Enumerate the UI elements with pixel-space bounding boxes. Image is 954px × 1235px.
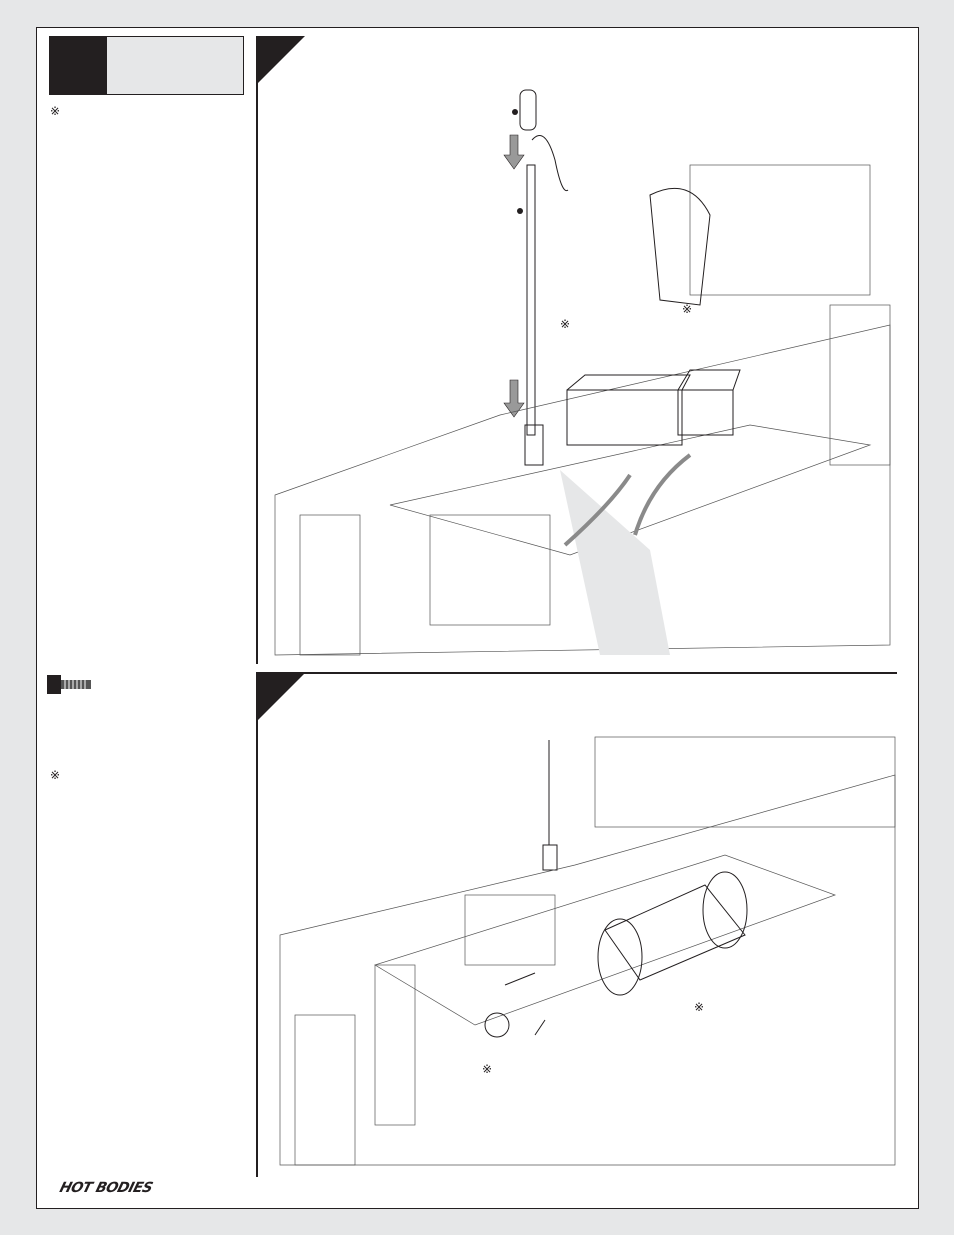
divider-vertical [256, 36, 258, 664]
note-mark: ※ [50, 104, 61, 118]
divider-horizontal [256, 672, 897, 674]
step-corner-marker [257, 36, 305, 84]
screw-icon [47, 675, 91, 694]
note-mark: ※ [694, 1000, 705, 1014]
chassis-illustration-motor [279, 736, 896, 1166]
note-mark: ※ [682, 302, 693, 316]
manual-page [36, 27, 919, 1209]
step-corner-marker [257, 673, 305, 721]
note-mark: ※ [50, 768, 61, 782]
hot-bodies-logo: HOT BODIES [57, 1180, 155, 1196]
chassis-illustration-receiver [274, 89, 891, 656]
divider-vertical [256, 672, 258, 1177]
step-number-block [50, 37, 107, 94]
note-mark: ※ [560, 317, 571, 331]
step-header-box [49, 36, 244, 95]
note-mark: ※ [482, 1062, 493, 1076]
